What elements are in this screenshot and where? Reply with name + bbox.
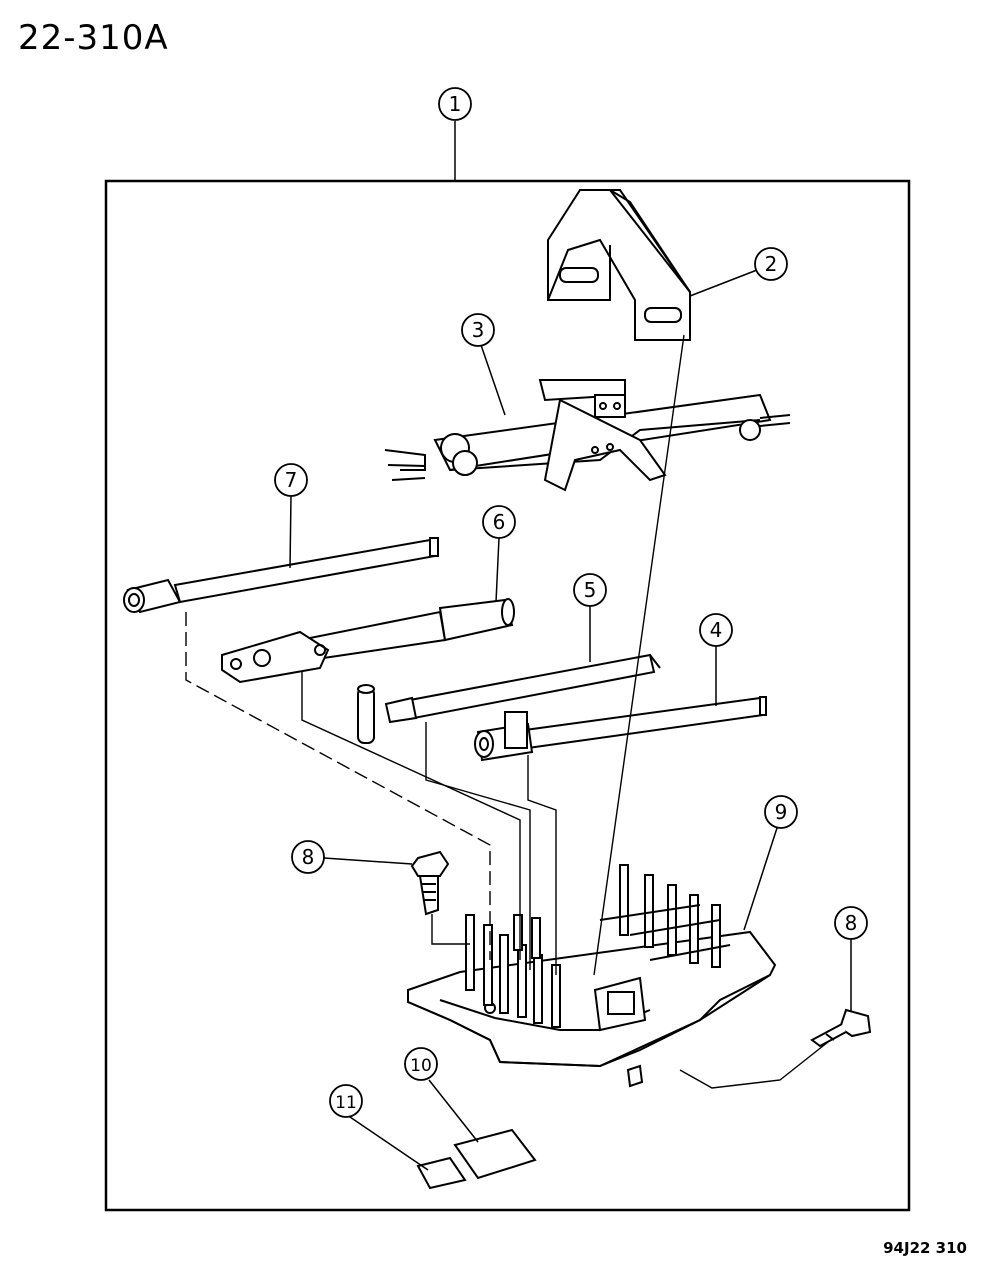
- t-handle-bar: [357, 653, 661, 744]
- figure-code: 94J22 310: [883, 1239, 967, 1257]
- callout-11-label: 11: [335, 1093, 357, 1113]
- callout-2: 2: [754, 247, 788, 281]
- mounting-bolt-right: [810, 1008, 872, 1048]
- callout-9-label: 9: [775, 800, 788, 824]
- callout-5: 5: [573, 573, 607, 607]
- callout-5-label: 5: [584, 578, 597, 602]
- callout-4-label: 4: [710, 618, 723, 642]
- assembly-leader-lines: [185, 334, 829, 1089]
- callout-8-right-label: 8: [845, 911, 858, 935]
- storage-tray: [407, 864, 777, 1088]
- foam-pad: [453, 1128, 537, 1180]
- callout-6: 6: [482, 505, 516, 539]
- callout-11: 11: [329, 1084, 363, 1118]
- callout-3: 3: [461, 313, 495, 347]
- page-code: 22-310A: [18, 18, 169, 58]
- scissor-jack: [384, 379, 791, 492]
- callout-9: 9: [764, 795, 798, 829]
- callout-leaders: [289, 121, 852, 1171]
- instruction-label: [416, 1156, 467, 1190]
- callout-8-left: 8: [291, 840, 325, 874]
- callout-10: 10: [404, 1047, 438, 1081]
- jack-bracket: [547, 189, 691, 341]
- callout-4: 4: [699, 613, 733, 647]
- callout-1: 1: [438, 87, 472, 121]
- callout-2-label: 2: [765, 252, 778, 276]
- callout-10-label: 10: [410, 1056, 432, 1076]
- callout-7-label: 7: [285, 468, 298, 492]
- callout-8-right: 8: [834, 906, 868, 940]
- callout-3-label: 3: [472, 318, 485, 342]
- mounting-bolt: [410, 850, 450, 916]
- callout-7: 7: [274, 463, 308, 497]
- extension-bar: [474, 696, 767, 762]
- jack-handle: [221, 598, 515, 684]
- lug-wrench: [123, 537, 439, 614]
- callout-8-left-label: 8: [302, 845, 315, 869]
- assembly-frame: [104, 179, 911, 1212]
- callout-6-label: 6: [493, 510, 506, 534]
- callout-1-label: 1: [449, 92, 462, 116]
